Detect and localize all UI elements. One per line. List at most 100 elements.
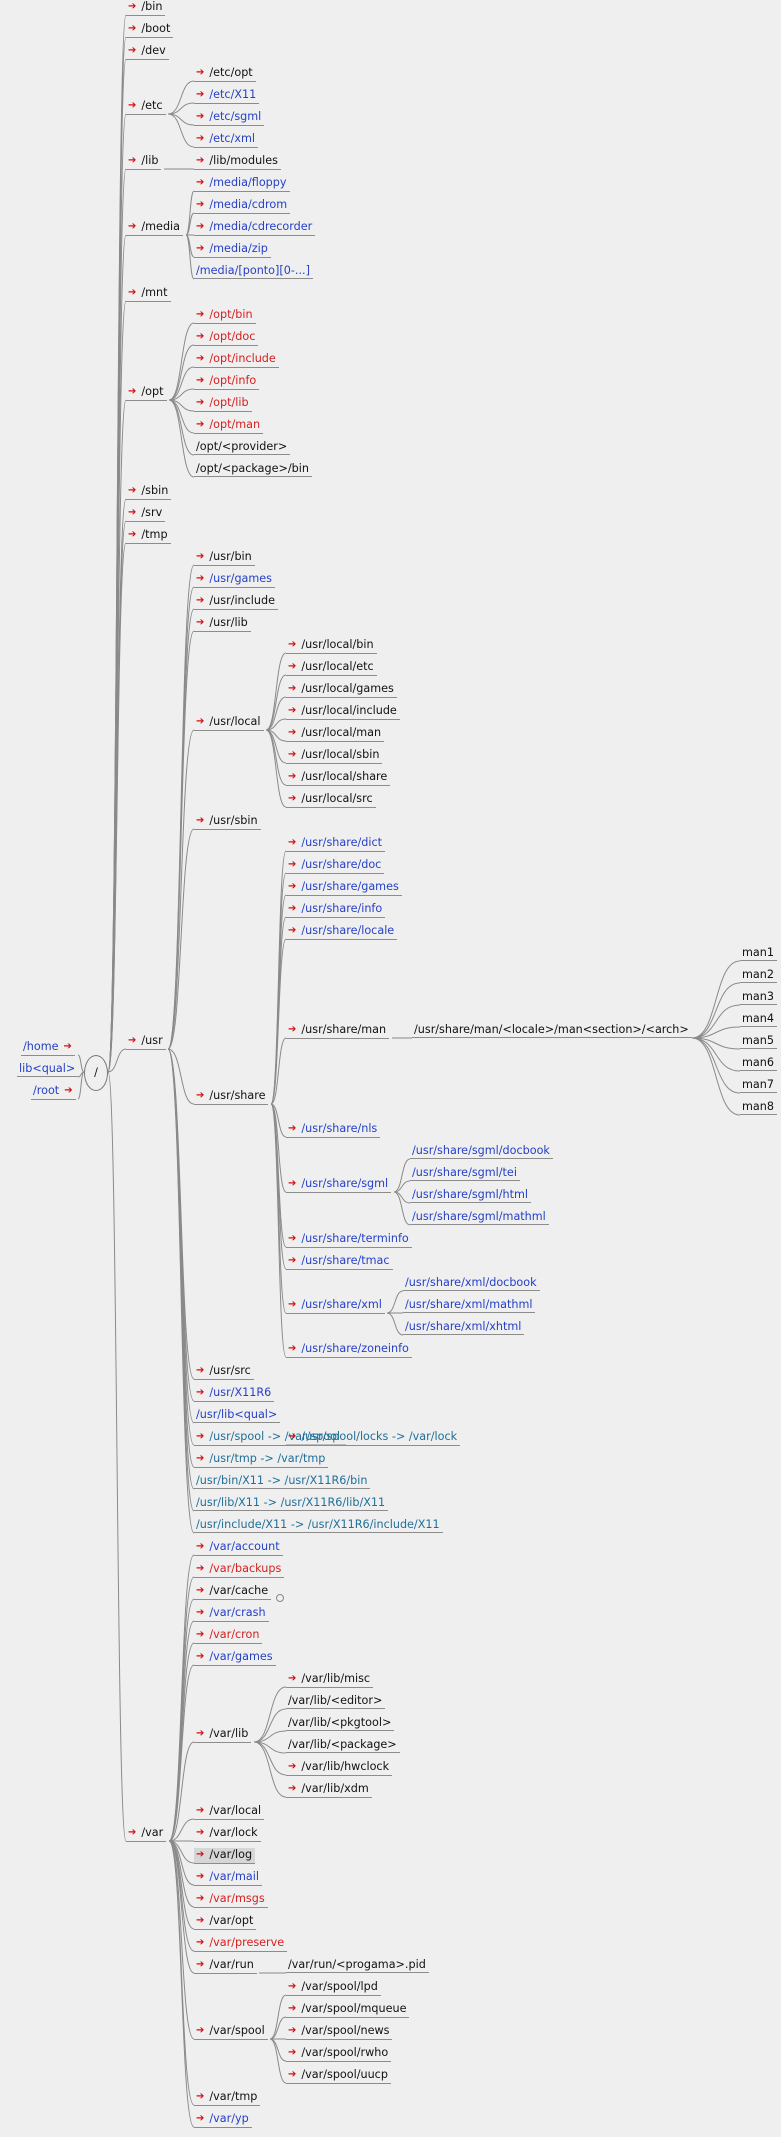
node-usr-local-man[interactable]: ➔/usr/local/man — [286, 726, 385, 742]
node-media-cdrecorder[interactable]: ➔/media/cdrecorder — [194, 220, 316, 236]
node-usr-bin[interactable]: ➔/usr/bin — [194, 550, 255, 566]
node-media[interactable]: ➔/media — [126, 220, 184, 236]
node-media-floppy[interactable]: ➔/media/floppy — [194, 176, 290, 192]
node-man1[interactable]: man1 — [740, 946, 777, 961]
node-var-preserve[interactable]: ➔/var/preserve — [194, 1936, 288, 1952]
node-opt[interactable]: ➔/opt — [126, 385, 167, 401]
node-var-run-progama-pid[interactable]: /var/run/<progama>.pid — [286, 1958, 429, 1973]
node-usr-local-bin[interactable]: ➔/usr/local/bin — [286, 638, 377, 654]
node-usr-spool-var-spool[interactable]: ➔/usr/spool -> /var/spool — [194, 1430, 344, 1446]
node-usr-lib-x11-usr-x11r6-lib-x11[interactable]: /usr/lib/X11 -> /usr/X11R6/lib/X11 — [194, 1496, 389, 1511]
node-usr-share-xml[interactable]: ➔/usr/share/xml — [286, 1298, 385, 1314]
node-var-msgs[interactable]: ➔/var/msgs — [194, 1892, 268, 1908]
node-usr-share-man[interactable]: ➔/usr/share/man — [286, 1023, 390, 1039]
node-var-spool-mqueue[interactable]: ➔/var/spool/mqueue — [286, 2002, 410, 2018]
node-usr-sbin[interactable]: ➔/usr/sbin — [194, 814, 261, 830]
node-usr-share-xml-mathml[interactable]: /usr/share/xml/mathml — [403, 1298, 536, 1313]
node-usr-include-x11-usr-x11r6-include-x11[interactable]: /usr/include/X11 -> /usr/X11R6/include/X… — [194, 1518, 443, 1533]
node-media-cdrom[interactable]: ➔/media/cdrom — [194, 198, 291, 214]
node-usr-spool-locks-var-lock[interactable]: ➔/usr/spool/locks -> /var/lock — [286, 1430, 461, 1446]
node-usr-share-doc[interactable]: ➔/usr/share/doc — [286, 858, 385, 874]
node-mnt[interactable]: ➔/mnt — [126, 286, 171, 302]
node-var-spool-rwho[interactable]: ➔/var/spool/rwho — [286, 2046, 392, 2062]
node-etc[interactable]: ➔/etc — [126, 99, 166, 115]
node-man5[interactable]: man5 — [740, 1034, 777, 1049]
node-var-lib[interactable]: ➔/var/lib — [194, 1727, 252, 1743]
node-var-lib-editor[interactable]: /var/lib/<editor> — [286, 1694, 386, 1709]
node-usr-local-games[interactable]: ➔/usr/local/games — [286, 682, 397, 698]
node-opt-doc[interactable]: ➔/opt/doc — [194, 330, 259, 346]
node-usr-share[interactable]: ➔/usr/share — [194, 1089, 269, 1105]
node-tmp[interactable]: ➔/tmp — [126, 528, 171, 544]
node-sbin[interactable]: ➔/sbin — [126, 484, 172, 500]
node-usr-local-src[interactable]: ➔/usr/local/src — [286, 792, 376, 808]
node-var-lock[interactable]: ➔/var/lock — [194, 1826, 261, 1842]
node-usr-src[interactable]: ➔/usr/src — [194, 1364, 254, 1380]
node-var-spool[interactable]: ➔/var/spool — [194, 2024, 268, 2040]
node-var-tmp[interactable]: ➔/var/tmp — [194, 2090, 261, 2106]
node-man8[interactable]: man8 — [740, 1100, 777, 1115]
node-var[interactable]: ➔/var — [126, 1826, 167, 1842]
node-usr-share-man-locale-man-section-arch[interactable]: /usr/share/man/<locale>/man<section>/<ar… — [412, 1023, 692, 1038]
node-etc-x11[interactable]: ➔/etc/X11 — [194, 88, 260, 104]
node-usr-local-sbin[interactable]: ➔/usr/local/sbin — [286, 748, 383, 764]
node-opt-include[interactable]: ➔/opt/include — [194, 352, 279, 368]
node-usr-share-sgml-tei[interactable]: /usr/share/sgml/tei — [410, 1166, 520, 1181]
node-etc-opt[interactable]: ➔/etc/opt — [194, 66, 256, 82]
node-var-lib-package[interactable]: /var/lib/<package> — [286, 1738, 400, 1753]
node-usr-bin-x11-usr-x11r6-bin[interactable]: /usr/bin/X11 -> /usr/X11R6/bin — [194, 1474, 371, 1489]
node-bin[interactable]: ➔/bin — [126, 0, 166, 16]
node-var-run[interactable]: ➔/var/run — [194, 1958, 257, 1974]
node-var-yp[interactable]: ➔/var/yp — [194, 2112, 252, 2128]
node-usr-local-etc[interactable]: ➔/usr/local/etc — [286, 660, 377, 676]
node-lib-modules[interactable]: ➔/lib/modules — [194, 154, 282, 170]
fold-toggle-icon[interactable] — [276, 1594, 284, 1602]
node-root[interactable]: /root➔ — [31, 1084, 76, 1100]
node-usr-local[interactable]: ➔/usr/local — [194, 715, 264, 731]
node-usr-share-xml-docbook[interactable]: /usr/share/xml/docbook — [403, 1276, 540, 1291]
node-boot[interactable]: ➔/boot — [126, 22, 174, 38]
node-lib-qual[interactable]: lib<qual> — [17, 1062, 79, 1077]
node-man2[interactable]: man2 — [740, 968, 777, 983]
node-var-mail[interactable]: ➔/var/mail — [194, 1870, 262, 1886]
node-man6[interactable]: man6 — [740, 1056, 777, 1071]
node-usr[interactable]: ➔/usr — [126, 1034, 166, 1050]
node-var-lib-hwclock[interactable]: ➔/var/lib/hwclock — [286, 1760, 393, 1776]
node-srv[interactable]: ➔/srv — [126, 506, 166, 522]
node-usr-share-sgml-mathml[interactable]: /usr/share/sgml/mathml — [410, 1210, 549, 1225]
node-usr-x11r6[interactable]: ➔/usr/X11R6 — [194, 1386, 275, 1402]
node-usr-share-sgml-docbook[interactable]: /usr/share/sgml/docbook — [410, 1144, 553, 1159]
node-opt-package-bin[interactable]: /opt/<package>/bin — [194, 462, 312, 477]
node-usr-tmp-var-tmp[interactable]: ➔/usr/tmp -> /var/tmp — [194, 1452, 329, 1468]
node-usr-share-sgml[interactable]: ➔/usr/share/sgml — [286, 1177, 392, 1193]
node-usr-share-terminfo[interactable]: ➔/usr/share/terminfo — [286, 1232, 412, 1248]
node-var-local[interactable]: ➔/var/local — [194, 1804, 265, 1820]
node-opt-lib[interactable]: ➔/opt/lib — [194, 396, 252, 412]
node-var-spool-lpd[interactable]: ➔/var/spool/lpd — [286, 1980, 381, 1996]
node-usr-share-games[interactable]: ➔/usr/share/games — [286, 880, 402, 896]
node-opt-provider[interactable]: /opt/<provider> — [194, 440, 291, 455]
node-usr-share-sgml-html[interactable]: /usr/share/sgml/html — [410, 1188, 532, 1203]
node-usr-share-zoneinfo[interactable]: ➔/usr/share/zoneinfo — [286, 1342, 412, 1358]
node-opt-info[interactable]: ➔/opt/info — [194, 374, 260, 390]
node-var-opt[interactable]: ➔/var/opt — [194, 1914, 257, 1930]
node-opt-man[interactable]: ➔/opt/man — [194, 418, 264, 434]
node-opt-bin[interactable]: ➔/opt/bin — [194, 308, 256, 324]
node-var-games[interactable]: ➔/var/games — [194, 1650, 276, 1666]
node-etc-sgml[interactable]: ➔/etc/sgml — [194, 110, 265, 126]
node-usr-lib-qual[interactable]: /usr/lib<qual> — [194, 1408, 281, 1423]
node-dev[interactable]: ➔/dev — [126, 44, 169, 60]
node-usr-games[interactable]: ➔/usr/games — [194, 572, 276, 588]
node-var-spool-uucp[interactable]: ➔/var/spool/uucp — [286, 2068, 391, 2084]
node-media-ponto-0[interactable]: /media/[ponto][0-...] — [194, 264, 313, 279]
node-usr-local-share[interactable]: ➔/usr/local/share — [286, 770, 391, 786]
node-etc-xml[interactable]: ➔/etc/xml — [194, 132, 258, 148]
node-var-cache[interactable]: ➔/var/cache — [194, 1584, 272, 1600]
node-var-cron[interactable]: ➔/var/cron — [194, 1628, 263, 1644]
node-home[interactable]: /home➔ — [21, 1040, 75, 1056]
node-var-lib-misc[interactable]: ➔/var/lib/misc — [286, 1672, 374, 1688]
root-node[interactable]: / — [84, 1055, 108, 1091]
node-usr-share-xml-xhtml[interactable]: /usr/share/xml/xhtml — [403, 1320, 525, 1335]
node-usr-local-include[interactable]: ➔/usr/local/include — [286, 704, 400, 720]
node-var-spool-news[interactable]: ➔/var/spool/news — [286, 2024, 393, 2040]
